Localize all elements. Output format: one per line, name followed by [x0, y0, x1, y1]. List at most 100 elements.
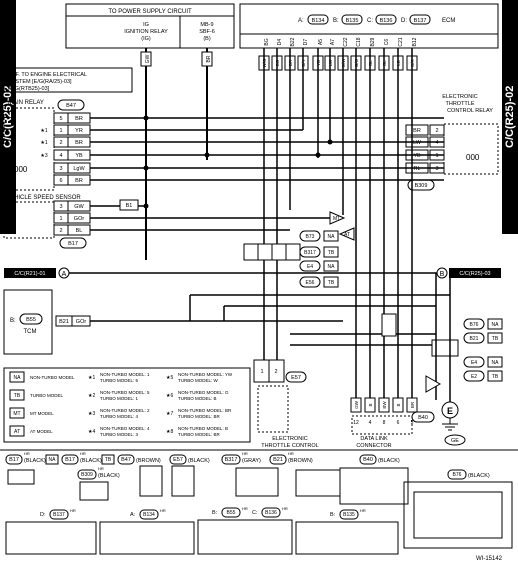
conn-b17-color: (BLACK) [24, 458, 46, 464]
dlc-label-1: DATA LINK [360, 436, 388, 442]
conn-b137: B137 [53, 512, 65, 518]
dlc-wire-box [406, 397, 418, 413]
legend-tag-box [9, 389, 25, 401]
model-conn-oval [299, 230, 321, 242]
conn-b17-tb-color: (BLACK) [80, 458, 102, 464]
conn-b17-tb-hr: HR [80, 451, 86, 456]
ecm-conn-b134: B134 [312, 18, 325, 24]
conn-b309: B309 [81, 472, 93, 478]
dlc-wire: BW [382, 401, 387, 409]
dlc-wire-box [350, 397, 362, 413]
right-conn-oval [463, 370, 485, 382]
at-mark: AT [344, 232, 350, 238]
conn-b135: B135 [343, 512, 355, 518]
conn-b55-hr: HR [242, 506, 248, 511]
relay-wire: BR [75, 116, 83, 122]
legend-desc: NON-TURBO MODEL: 2 [100, 408, 150, 413]
ig-label: IG [143, 22, 149, 28]
vss-wire: GOr [74, 216, 85, 222]
dlc-wire: B [368, 403, 373, 406]
tcm-name: TCM [24, 329, 37, 335]
legend-tag: TB [14, 393, 21, 399]
legend-mark: ★7 [166, 411, 173, 417]
legend-desc: NON-TURBO MODEL: G [178, 390, 229, 395]
right-conn-oval [463, 332, 485, 344]
etc-pin: 1 [435, 153, 438, 159]
right-tag: NA [492, 360, 500, 366]
etc-relay-title-1: ELECTRONIC [442, 94, 477, 100]
legend-mark: ★5 [166, 375, 173, 381]
etc-wire-2: 2 [274, 369, 277, 375]
etc-conn: E57 [291, 375, 301, 381]
tcm-pin: B21 [59, 319, 69, 325]
mb-label: MB-9 [200, 22, 213, 28]
conn-b136: B136 [265, 510, 277, 516]
legend-desc: TURBO MODEL: BR [178, 414, 221, 419]
sbf-label: SBF-6 [199, 29, 215, 35]
dlc-wire-box [392, 397, 404, 413]
ig-code: (IG) [141, 36, 151, 42]
relay-mark: ★1 [40, 140, 47, 146]
right-conn-label: B76 [470, 322, 479, 328]
etc-wire: BR [413, 128, 421, 134]
etc-relay-title-2: THROTTLE [445, 101, 474, 107]
etc-wire-1: 1 [260, 369, 263, 375]
etc-pin-box [429, 124, 445, 136]
model-tag-box [323, 246, 339, 258]
cc-left-label: C/C(R21)-01 [14, 271, 45, 277]
dlc-wire-box [378, 397, 390, 413]
dlc-pin: 4 [369, 420, 372, 426]
conn-b17-na: B17 [9, 457, 19, 463]
ecm-pin-label: A7 [330, 39, 336, 45]
model-conn-label: B73 [306, 234, 315, 240]
legend-mark: ★4 [88, 429, 95, 435]
ref-line-2: SYSTEM [E/G(RA/25)-03] [8, 79, 72, 85]
right-conn-oval [463, 318, 485, 330]
vss-pin: 3 [59, 204, 62, 210]
legend-desc: TURBO MODEL [30, 393, 64, 398]
model-tag-box [323, 276, 339, 288]
cc-line: C/C(R21)-01 A B C/C(R25)-03 [4, 267, 501, 279]
conn-e57-color: (BLACK) [188, 458, 210, 464]
legend-desc: TURBO MODEL: 3 [100, 432, 139, 437]
legend-mark: ★2 [88, 393, 95, 399]
conn-b134: B134 [143, 512, 155, 518]
ecm-pin-label: D7 [303, 39, 309, 46]
conn-b21-hr: HR [288, 451, 294, 456]
ecm-conn-b135: B135 [346, 18, 359, 24]
etc-pin: 2 [435, 128, 438, 134]
ecm-conn-d: D: [401, 18, 407, 24]
ecm-conn-b136: B136 [380, 18, 393, 24]
vss-pin: 2 [59, 228, 62, 234]
ecm-label: ECM [442, 18, 455, 24]
ref-line-3: [E/G(RTB25)-03] [8, 86, 50, 92]
vss-wire: GW [74, 204, 84, 210]
etc-pin: 3 [435, 166, 438, 172]
etc-wire-box [405, 124, 429, 136]
right-tag: TB [492, 336, 499, 342]
legend-desc: TURBO MODEL: 5 [100, 378, 139, 383]
conn-b40: B40 [363, 457, 373, 463]
main-relay-conn: B47 [66, 103, 76, 109]
conn-b137-hr: HR [70, 508, 76, 513]
coil-symbol: 000 [14, 165, 28, 174]
ecm-pin-label: C6 [384, 39, 390, 46]
dlc-conn: B40 [418, 415, 428, 421]
right-tag-box [487, 332, 503, 344]
model-conn-oval [299, 276, 321, 288]
conn-b21-color: (BROWN) [288, 458, 313, 464]
etc-label-1: ELECTRONIC [272, 436, 307, 442]
legend-tag: NA [14, 375, 22, 381]
relay-mark: ★1 [40, 128, 47, 134]
conn-b21: B21 [273, 457, 283, 463]
ecm-conn-b137: B137 [414, 18, 427, 24]
right-conn-label: E4 [471, 360, 477, 366]
connector-views-bottom: D: B137 HR A: B134 HR B: B55 HR C: B136 … [5, 506, 503, 562]
conn-c-label: C: [252, 510, 258, 516]
